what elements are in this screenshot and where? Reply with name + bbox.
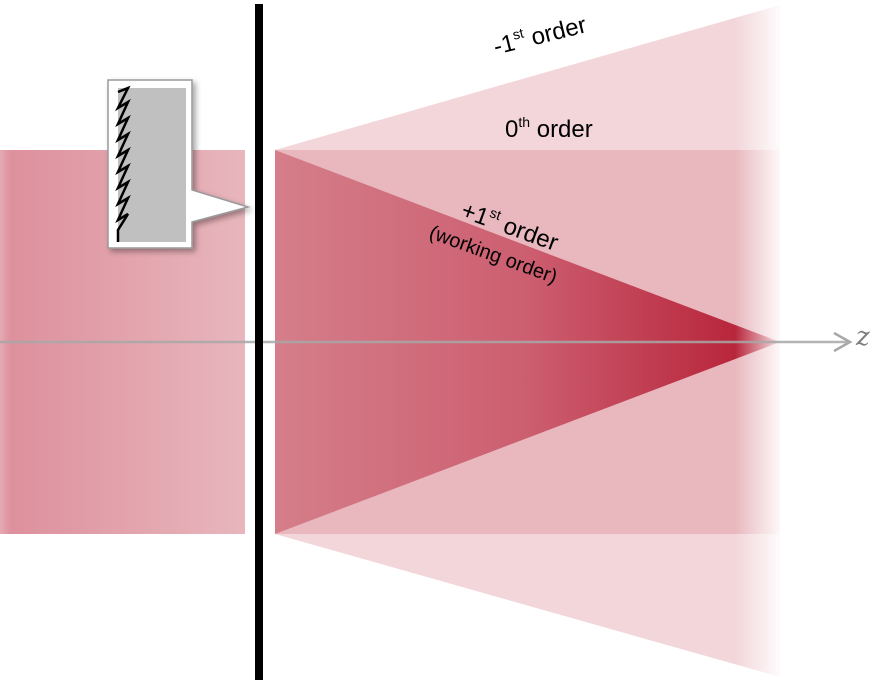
axis-label-z: z	[856, 322, 870, 352]
sawtooth-profile-icon	[114, 85, 131, 242]
axis-arrowhead-icon	[833, 331, 853, 353]
grating-plane	[255, 4, 263, 680]
label-zeroth-order: 0th order	[505, 114, 593, 143]
